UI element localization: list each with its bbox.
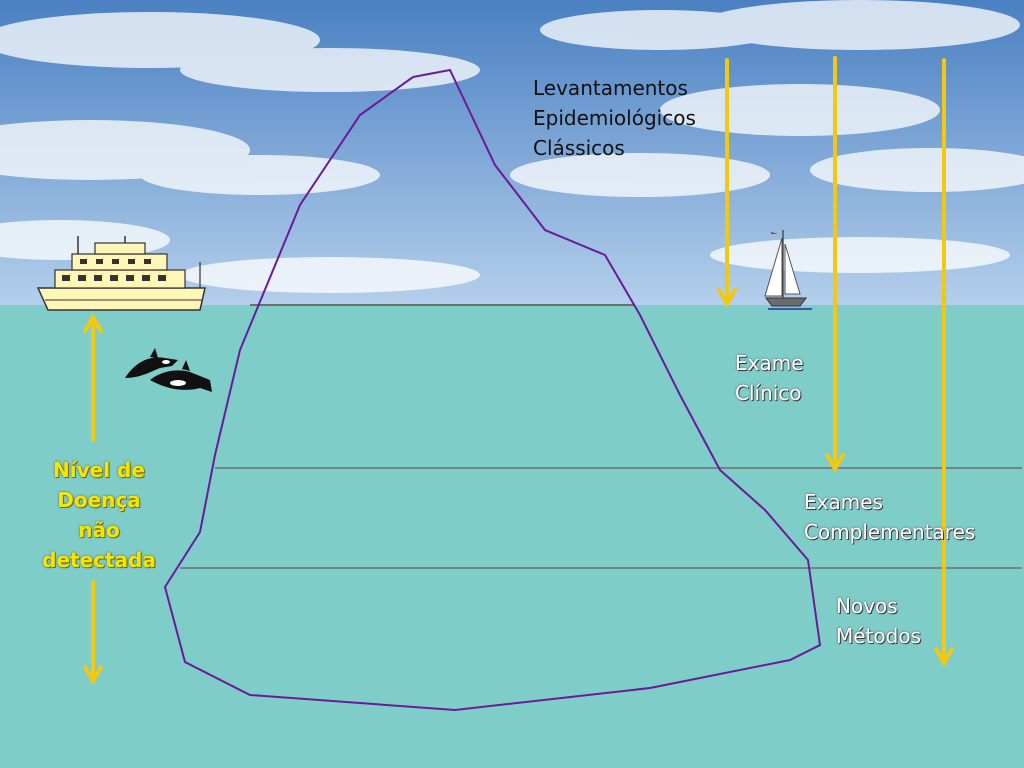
orca-icon [125, 348, 212, 392]
new-methods-arrow [934, 58, 954, 668]
complementary-exams-line-2: Complementares [804, 520, 976, 544]
new-methods-line-1: Novos [836, 594, 898, 618]
clinical-exam-line-1: Exame [735, 351, 804, 375]
classic-surveys-line-3: Clássicos [533, 136, 625, 160]
undetected-up-arrow [83, 312, 103, 442]
clinical-exam-label: Exame Clínico [735, 348, 804, 408]
sailboat-icon [764, 230, 812, 310]
classic-surveys-arrow [717, 58, 737, 309]
undetected-down-arrow [83, 580, 103, 686]
undetected-disease-label: Nível de Doença não detectada [40, 455, 158, 575]
clinical-exam-arrow [825, 56, 845, 474]
clinical-exam-line-2: Clínico [735, 381, 802, 405]
new-methods-line-2: Métodos [836, 624, 921, 648]
undetected-line-2: Doença [57, 488, 141, 512]
complementary-exams-label: Exames Complementares [804, 487, 975, 547]
classic-surveys-label: Levantamentos Epidemiológicos Clássicos [533, 73, 696, 163]
arrows [83, 56, 954, 686]
iceberg-outline [163, 68, 822, 712]
motor-yacht-icon [36, 236, 206, 311]
undetected-line-4: detectada [42, 548, 156, 572]
undetected-line-3: não [78, 518, 120, 542]
undetected-line-1: Nível de [53, 458, 145, 482]
complementary-exams-line-1: Exames [804, 490, 883, 514]
new-methods-label: Novos Métodos [836, 591, 921, 651]
classic-surveys-line-2: Epidemiológicos [533, 106, 696, 130]
classic-surveys-line-1: Levantamentos [533, 76, 688, 100]
